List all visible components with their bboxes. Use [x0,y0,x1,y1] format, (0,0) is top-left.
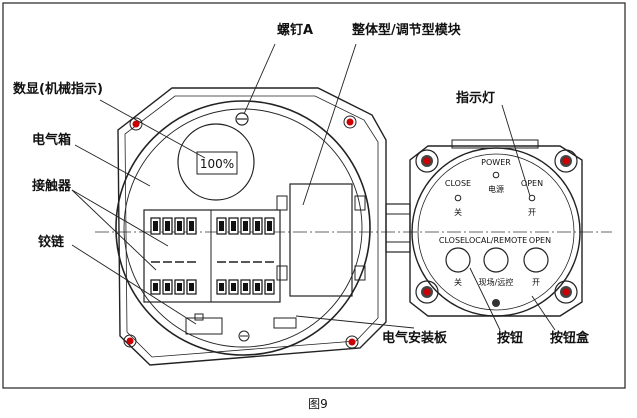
button-close-label: CLOSE [439,236,465,245]
housing-screw [343,115,357,129]
button-box-bottom-screw [492,299,500,307]
contactor-terminal [177,283,182,291]
label-display: 数显(机械指示) [13,81,103,97]
label-indicator-light: 指示灯 [456,90,495,106]
open-indicator-light [528,194,536,202]
button-open-cn-label: 开 [532,278,540,287]
module-block [289,183,353,297]
module-top-cap [354,195,366,211]
contactor-terminal [267,283,272,291]
leader-hinge [71,244,197,325]
label-module: 整体型/调节型模块 [351,22,462,38]
contactor-terminal [255,283,260,291]
housing-screw [129,117,143,131]
indicator-open-label: OPEN [521,179,543,188]
leader-display [99,99,206,159]
indicator-close-cn-label: 关 [454,207,462,217]
label-screw-a: 螺钉A [277,22,313,38]
label-button: 按钮 [497,330,523,346]
button-box-face-outer [411,147,581,317]
module-bottom-cap [276,265,288,281]
contactor-terminal [177,221,182,231]
contactor-terminal [189,283,194,291]
housing-screw [345,335,359,349]
module-bottom-cap [354,265,366,281]
button-box-screw [415,280,439,304]
button-open-label: OPEN [529,236,551,245]
contactor-terminal [255,221,260,231]
display-value: 100% [200,157,234,171]
leader-module [302,43,357,206]
contactor-terminal [153,283,158,291]
contactor-terminal [243,221,248,231]
housing-connector [385,203,411,253]
indicator-open-cn-label: 开 [528,208,536,217]
screw-a [235,112,249,126]
leader-button-box [531,295,556,331]
button-box-face-inner [417,153,575,311]
contactor-terminal [231,221,236,231]
button-box-top-flange [451,139,539,149]
label-contactor: 接触器 [32,178,72,194]
indicator-power-cn-label: 电源 [488,184,504,194]
leader-contactor-2 [71,189,169,247]
display-window [177,123,255,201]
main-housing-outline [117,87,387,366]
button-local-remote-label: LOCAL/REMOTE [465,236,527,245]
main-cover-outer [115,100,371,356]
label-hinge: 铰链 [38,234,65,250]
leader-electric-box [74,144,151,187]
contactor-panel [143,209,281,303]
figure-caption: 图9 [308,397,328,411]
mount-plate-tab [273,317,297,329]
label-mount-plate: 电气安装板 [382,330,448,346]
contactor-terminal [243,283,248,291]
indicator-close-label: CLOSE [445,179,471,188]
hinge-pin [194,313,204,321]
button-local-remote-cn-label: 现场/远控 [479,277,514,287]
power-indicator-light [492,171,500,179]
main-cover-inner [123,108,363,348]
label-electric-box: 电气箱 [32,132,71,148]
close-button[interactable] [445,247,471,273]
hinge [185,317,223,335]
open-button[interactable] [523,247,549,273]
leader-contactor-1 [71,189,157,271]
contactor-terminal [267,221,272,231]
leader-screw-a [243,43,276,115]
button-close-cn-label: 关 [454,277,462,287]
module-top-cap [276,195,288,211]
cover-bottom-screw [238,330,250,342]
main-housing-inner-outline [124,95,379,358]
contactor-terminal [165,283,170,291]
contactor-terminal [219,221,224,231]
contactor-terminal [153,221,158,231]
button-box-screw [415,149,439,173]
contactor-terminal [219,283,224,291]
diagram-frame [2,2,626,389]
display-screen [196,151,238,175]
local-remote-button[interactable] [483,247,509,273]
label-button-box: 按钮盒 [550,330,590,346]
leader-mount-plate [295,315,415,329]
housing-screw [123,334,137,348]
button-box-screw [554,149,578,173]
contactor-terminals [150,217,275,295]
contactor-terminal [165,221,170,231]
indicator-power-label: POWER [481,158,511,167]
leader-indicator-light [501,104,531,197]
leader-button [469,267,501,331]
contactor-terminal [189,221,194,231]
contactor-terminal [231,283,236,291]
button-box-screw [554,280,578,304]
close-indicator-light [454,194,462,202]
